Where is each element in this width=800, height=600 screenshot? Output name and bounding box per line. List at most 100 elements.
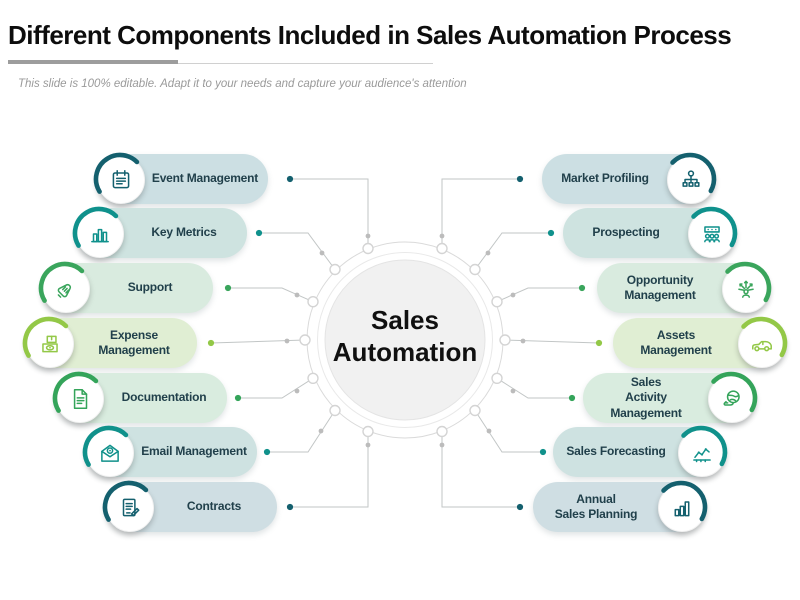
globe-hand-icon [723, 390, 740, 406]
connector-line [496, 287, 582, 303]
icon-badge [733, 315, 789, 371]
connector-line [259, 232, 336, 270]
connector-bend-dot [294, 388, 300, 394]
component-pill-prospecting: Prospecting [563, 206, 738, 260]
pill-label: Key Metrics [151, 225, 217, 240]
badge-arc [102, 480, 156, 534]
slide-subtitle: This slide is 100% editable. Adapt it to… [18, 78, 467, 90]
bar-chart-icon [91, 228, 109, 243]
component-pill-contracts: Contracts [102, 480, 277, 534]
connector-bend-dot [294, 292, 300, 298]
slide-title: Different Components Included in Sales A… [8, 20, 732, 50]
icon-badge [37, 260, 93, 316]
ring-node [362, 425, 374, 438]
pill-connector-dot [578, 284, 586, 292]
icon-badge [673, 424, 729, 480]
ring-node [362, 242, 374, 255]
ring-node [307, 296, 319, 308]
icon-disc [76, 210, 124, 258]
component-pill-opportunity-management: Opportunity Management [597, 261, 772, 315]
org-chart-icon [682, 170, 700, 187]
component-pill-market-profiling: Market Profiling [542, 152, 717, 206]
pill-connector-dot [224, 284, 232, 292]
ring-node [329, 263, 341, 276]
pill-connector-dot [263, 448, 271, 456]
badge-arc [674, 425, 728, 479]
connector-line [290, 178, 369, 249]
connector-bend-dot [365, 233, 371, 239]
badge-arc [93, 152, 147, 206]
ring-node [491, 372, 503, 384]
pill-label: Annual Sales Planning [554, 491, 638, 521]
center-label-line1: Sales [371, 305, 439, 335]
connector-bend-dot [318, 428, 324, 434]
badge-arc [52, 371, 106, 425]
pill-label: Support [127, 280, 173, 295]
ring-node [436, 242, 448, 255]
connector-line [290, 431, 369, 508]
ring-node [329, 404, 341, 417]
people-group-icon [704, 226, 720, 243]
pill-connector-dot [286, 503, 294, 511]
connector-bend-dot [439, 233, 445, 239]
pill-label: Sales Activity Management [610, 374, 682, 420]
growth-bars-icon [674, 501, 690, 517]
pill-label: Prospecting [592, 225, 660, 240]
ring-node [299, 334, 311, 346]
component-pill-event-management: Event Management [93, 152, 268, 206]
connector-bend-dot [520, 338, 526, 344]
component-pill-sales-forecasting: Sales Forecasting [553, 425, 728, 479]
pill-label: Email Management [141, 444, 247, 459]
icon-badge [703, 370, 759, 426]
icon-badge [92, 151, 148, 207]
connector-bend-dot [319, 250, 325, 256]
connector-line [238, 377, 314, 399]
line-chart-icon [693, 448, 711, 463]
pill-label: Expense Management [98, 327, 170, 357]
money-expense-icon [42, 335, 58, 353]
connector-line [228, 287, 314, 303]
calendar-event-icon [112, 170, 130, 189]
ring-node [307, 372, 319, 384]
hand-support-icon [57, 283, 72, 298]
component-pill-support: Support [38, 261, 213, 315]
center-circle [324, 259, 486, 421]
component-pill-assets-management: Assets Management [613, 316, 788, 370]
pill-connector-dot [547, 229, 555, 237]
icon-badge [21, 315, 77, 371]
badge-arc [684, 206, 738, 260]
connector-line [267, 410, 336, 453]
pill-connector-dot [516, 175, 524, 183]
badge-arc [38, 261, 92, 315]
pill-label: Opportunity Management [624, 272, 696, 302]
contract-pen-icon [122, 498, 140, 517]
component-pill-email-management: Email Management [82, 425, 257, 479]
pill-connector-dot [207, 339, 215, 347]
component-pill-documentation: Documentation [52, 371, 227, 425]
component-pill-key-metrics: Key Metrics [72, 206, 247, 260]
person-arrows-icon [738, 280, 754, 298]
title-divider-accent [8, 60, 178, 64]
title-divider-line [8, 63, 433, 64]
icon-badge [81, 424, 137, 480]
badge-arc [22, 316, 76, 370]
center-circle-label: Sales Automation [305, 304, 505, 368]
ring-node [469, 404, 481, 417]
component-pill-annual-sales-planning: Annual Sales Planning [533, 480, 708, 534]
pill-label: Assets Management [640, 327, 712, 357]
document-icon [73, 389, 88, 409]
connector-line [441, 178, 520, 249]
car-icon [752, 340, 772, 352]
connector-line [496, 377, 572, 399]
badge-arc [718, 261, 772, 315]
icon-badge [71, 205, 127, 261]
badge-arc [663, 152, 717, 206]
pill-connector-dot [255, 229, 263, 237]
connector-line [504, 339, 600, 344]
icon-badge [662, 151, 718, 207]
ring-node [436, 425, 448, 438]
pill-connector-dot [568, 394, 576, 402]
component-pill-sales-activity-management: Sales Activity Management [583, 371, 758, 425]
pill-label: Market Profiling [561, 171, 649, 186]
ring-node [469, 263, 481, 276]
